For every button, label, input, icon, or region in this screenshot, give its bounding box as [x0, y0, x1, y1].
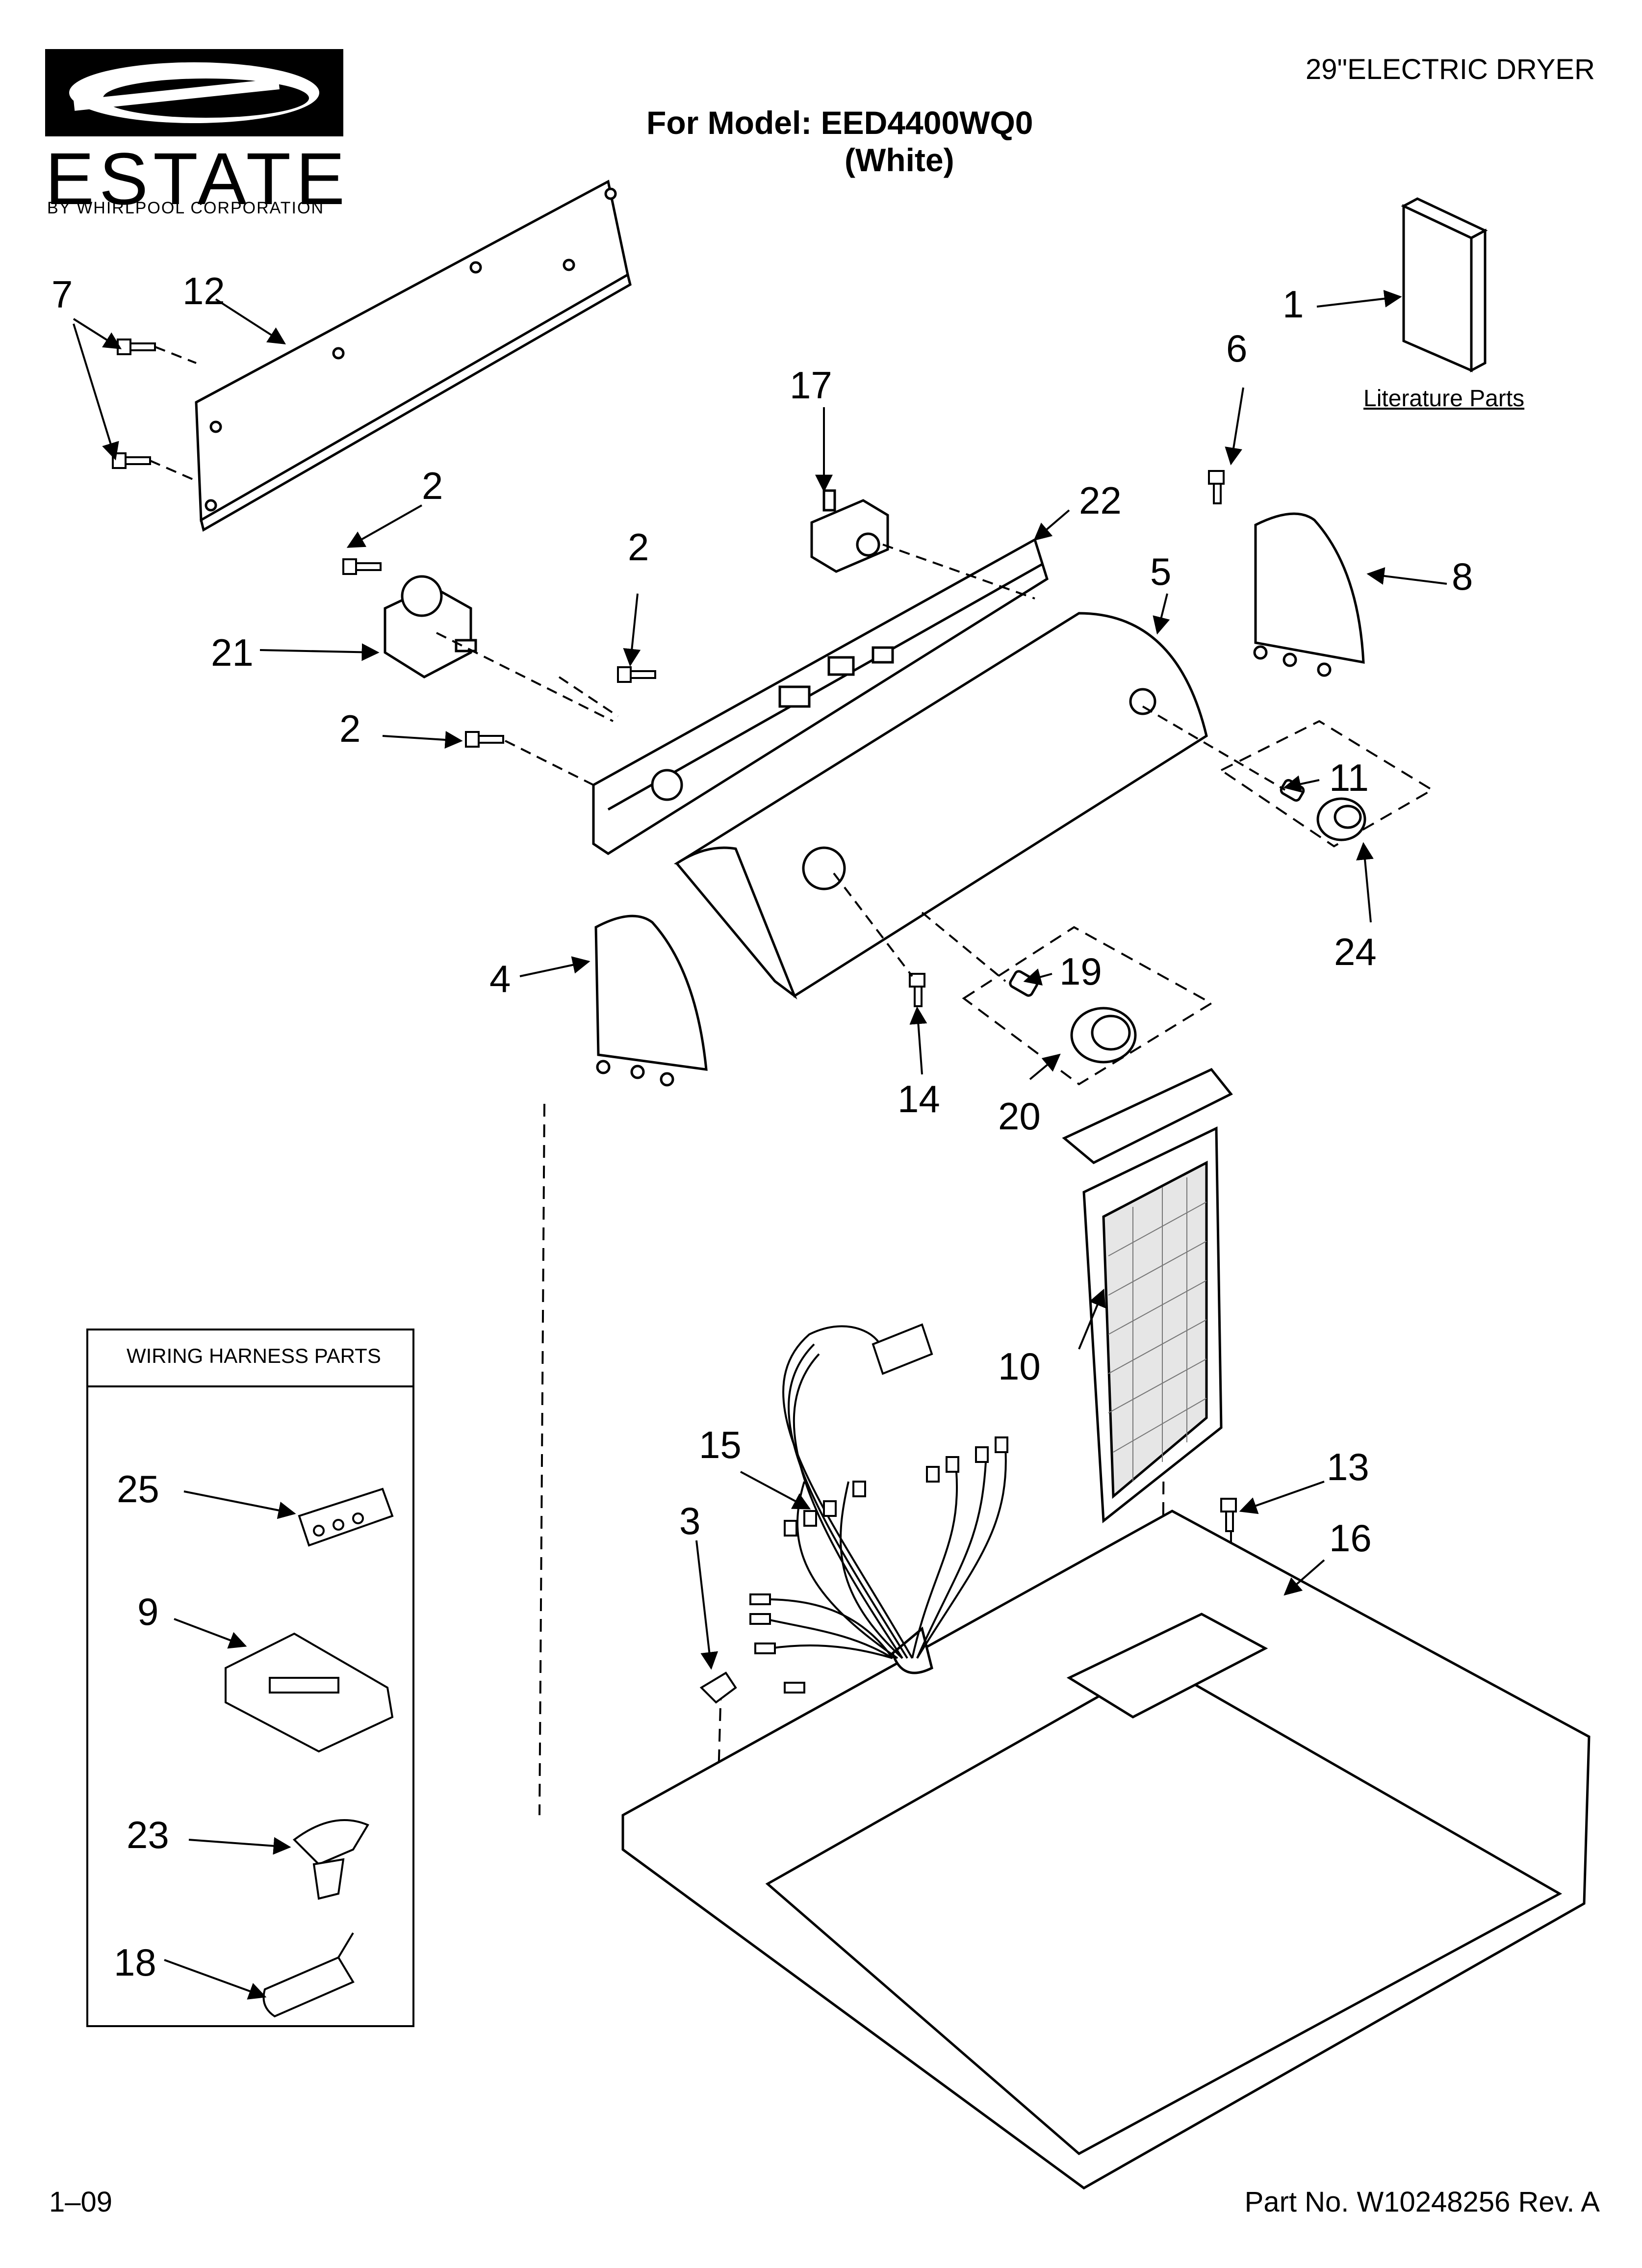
literature-parts-label: Literature Parts — [1363, 386, 1525, 412]
callout-13: 13 — [1327, 1445, 1369, 1488]
harness-part-25 — [298, 1487, 394, 1547]
date-code: 1–09 — [49, 2186, 113, 2218]
callout-23: 23 — [127, 1813, 169, 1856]
brand-name: ESTATE — [45, 137, 350, 220]
end-cap-left — [594, 914, 708, 1087]
callout-7: 7 — [51, 273, 73, 316]
knob-icon — [1009, 779, 1366, 1064]
brand-tagline: BY WHIRLPOOL CORPORATION — [47, 199, 325, 217]
callout-16: 16 — [1329, 1516, 1372, 1560]
callout-2: 2 — [628, 525, 649, 569]
screw-icon — [112, 339, 1237, 1532]
callout-18: 18 — [114, 1941, 156, 1984]
callout-9: 9 — [137, 1590, 159, 1633]
harness-part-23 — [292, 1819, 369, 1900]
lint-screen — [1062, 1068, 1233, 1523]
wiring-harness-box — [86, 1329, 414, 2027]
callout-2: 2 — [339, 707, 361, 750]
callout-19: 19 — [1059, 950, 1102, 993]
callout-20: 20 — [998, 1095, 1041, 1138]
callout-1: 1 — [1283, 283, 1304, 326]
control-panel-bracket — [592, 538, 1049, 855]
callout-22: 22 — [1079, 479, 1122, 522]
model-title: For Model: EED4400WQ0 — [646, 104, 1033, 141]
part-number: Part No. W10248256 Rev. A — [1244, 2186, 1600, 2218]
callout-3: 3 — [679, 1499, 701, 1542]
callout-8: 8 — [1452, 555, 1473, 598]
thermal-fuse — [699, 1671, 737, 1704]
callout-12: 12 — [182, 269, 225, 313]
callout-10: 10 — [998, 1345, 1041, 1388]
callout-15: 15 — [699, 1423, 742, 1466]
callout-2: 2 — [422, 464, 443, 507]
callout-11: 11 — [1329, 756, 1369, 799]
console-shroud — [673, 612, 1208, 1000]
callout-24: 24 — [1334, 930, 1377, 973]
timer-assembly — [384, 575, 477, 678]
product-type: 29"ELECTRIC DRYER — [1305, 53, 1595, 85]
wiring-harness — [765, 1325, 1007, 1659]
switch-part — [810, 489, 889, 573]
callout-17: 17 — [790, 364, 832, 407]
callout-14: 14 — [898, 1077, 940, 1121]
harness-part-9 — [225, 1632, 394, 1753]
estate-logo-icon — [45, 49, 343, 136]
end-cap-right — [1253, 512, 1365, 677]
harness-part-18 — [262, 1932, 355, 2018]
top-panel — [621, 1510, 1591, 2190]
literature-booklet — [1401, 197, 1488, 373]
callout-6: 6 — [1226, 327, 1248, 370]
callout-4: 4 — [489, 957, 511, 1000]
model-color: (White) — [845, 142, 954, 178]
callout-21: 21 — [211, 631, 254, 674]
callout-5: 5 — [1150, 550, 1172, 593]
harness-box-title: WIRING HARNESS PARTS — [127, 1344, 381, 1367]
console-back-plate — [195, 180, 632, 532]
callout-25: 25 — [117, 1467, 159, 1511]
